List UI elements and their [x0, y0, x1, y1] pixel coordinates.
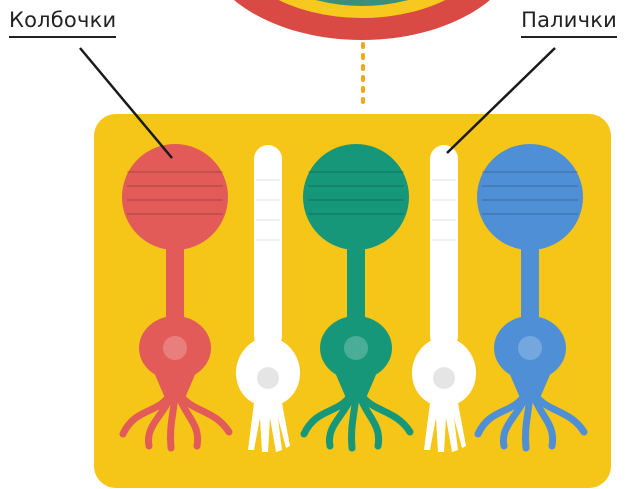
cone-cell-stem — [166, 245, 184, 325]
rod-cell-shaft — [430, 145, 458, 350]
rods-label: Палички — [521, 8, 617, 38]
cone-cell-nucleus — [518, 336, 542, 360]
eye-illustration — [202, 0, 522, 40]
cone-cell-head — [303, 144, 409, 250]
rod-cell-shaft — [254, 145, 282, 350]
rod-cell-nucleus — [433, 367, 455, 389]
cone-cell-stem — [521, 245, 539, 325]
cones-label: Колбочки — [9, 8, 116, 38]
cone-cell-stem — [347, 245, 365, 325]
cone-cell-head — [122, 144, 228, 250]
cone-cell-head — [477, 144, 583, 250]
cone-cell-nucleus — [163, 336, 187, 360]
cone-cell-nucleus — [344, 336, 368, 360]
rod-cell-nucleus — [257, 367, 279, 389]
